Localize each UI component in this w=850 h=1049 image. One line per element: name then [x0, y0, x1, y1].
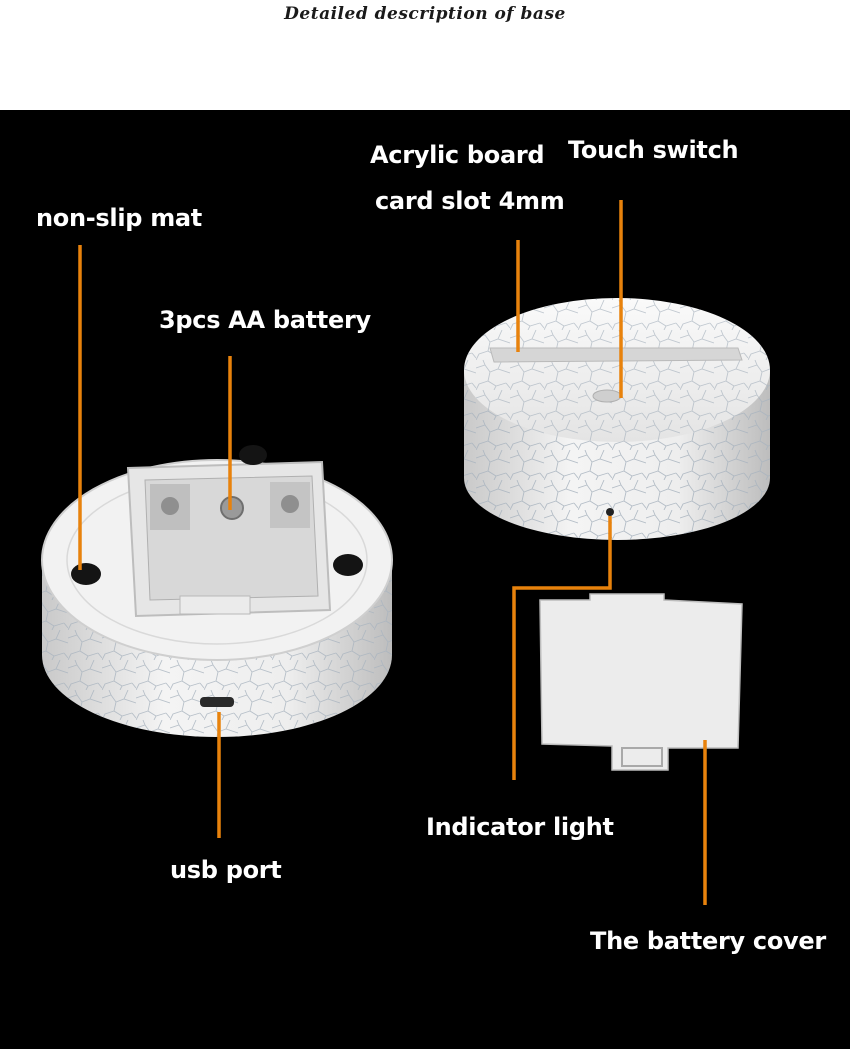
- right-base: [464, 298, 770, 540]
- label-acrylic-line1: Acrylic board: [370, 141, 545, 169]
- label-touch-switch: Touch switch: [568, 136, 739, 164]
- battery-cover: [539, 593, 743, 771]
- header: Detailed description of base: [0, 0, 850, 110]
- leader-indicator-light: [512, 516, 612, 780]
- label-indicator-light: Indicator light: [426, 813, 614, 841]
- product-photo: non-slip mat 3pcs AA battery Acrylic boa…: [0, 110, 850, 1049]
- page-title: Detailed description of base: [284, 4, 566, 24]
- label-battery: 3pcs AA battery: [159, 306, 371, 334]
- product-illustration: [41, 200, 770, 905]
- label-battery-cover: The battery cover: [590, 927, 826, 955]
- label-non-slip-mat: non-slip mat: [36, 204, 202, 232]
- label-usb-port: usb port: [170, 856, 282, 884]
- leader-lines: [78, 200, 707, 905]
- left-base: [41, 445, 393, 737]
- label-acrylic-line2: card slot 4mm: [375, 187, 565, 215]
